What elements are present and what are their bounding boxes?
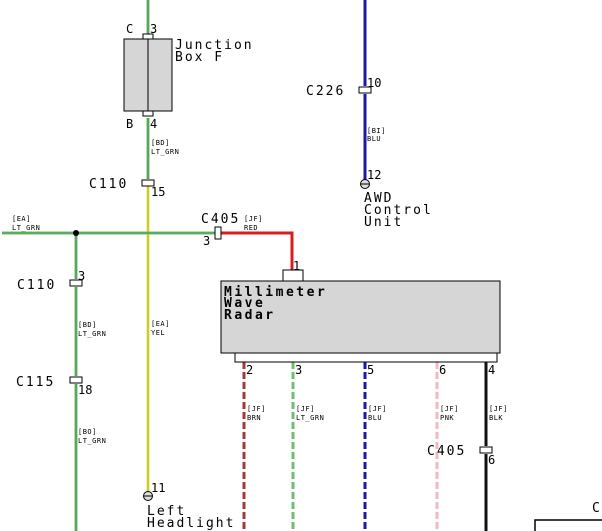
c115-pin: 18 [78, 383, 92, 397]
c405-b-pin: 6 [488, 453, 495, 467]
radar-pin-top: 1 [293, 259, 300, 273]
ea-ltgrn-color: LT_GRN [12, 224, 40, 232]
radar-title-2: Wave [224, 296, 265, 311]
c110-a-pin: 15 [151, 185, 165, 199]
jf-blu-code: [JF] [368, 405, 387, 413]
c405-b-label: C405 [427, 444, 466, 459]
awd-title-2: Control [364, 203, 433, 218]
jf-red-code: [JF] [244, 215, 263, 223]
jf-brn-code: [JF] [247, 405, 266, 413]
connector-c226-mark [358, 86, 372, 94]
connector-c110-a-mark [141, 179, 155, 187]
c115-label: C115 [16, 375, 55, 390]
junction-pin-top-letter: C [126, 22, 133, 36]
bd-ltgrn-left-code: [BD] [78, 321, 97, 329]
headlight-pin: 11 [151, 481, 165, 495]
bi-blu-code: [BI] [367, 127, 386, 135]
bo-ltgrn-color: LT_GRN [78, 437, 106, 445]
radar-pin-2: 2 [246, 363, 253, 377]
splice-dot [73, 230, 79, 236]
radar-pin-6: 6 [439, 363, 446, 377]
corner-box-outline [534, 519, 602, 531]
radar-module [220, 269, 501, 363]
jf-ltgrn-color: LT_GRN [296, 414, 324, 422]
radar-title-3: Radar [224, 308, 276, 323]
ea-ltgrn-code: [EA] [12, 215, 31, 223]
radar-title-1: Millimeter [224, 285, 327, 300]
jf-pnk-color: PNK [440, 414, 454, 422]
radar-pin-5: 5 [367, 363, 374, 377]
junction-box-title-1: Junction [175, 38, 254, 53]
ea-yel-color: YEL [151, 329, 165, 337]
junction-box [123, 33, 173, 117]
c405-a-label: C405 [201, 212, 240, 227]
junction-pin-bot-number: 4 [150, 117, 157, 131]
wire-jf-red [221, 231, 294, 270]
junction-pin-top-number: 3 [150, 22, 157, 36]
c110-a-label: C110 [89, 177, 128, 192]
corner-connector-label: C [592, 501, 602, 516]
bd-ltgrn-top-color: LT_GRN [151, 148, 179, 156]
connector-c115-mark [69, 376, 83, 384]
bd-ltgrn-top-code: [BD] [151, 139, 170, 147]
connector-c110-b-mark [69, 279, 83, 287]
jf-pnk-code: [JF] [440, 405, 459, 413]
jf-blk-color: BLK [489, 414, 503, 422]
awd-title-1: AWD [364, 191, 393, 206]
connector-c405-b-mark [479, 446, 493, 454]
jf-red-color: RED [244, 224, 258, 232]
jf-brn-color: BRN [247, 414, 261, 422]
awd-title-3: Unit [364, 215, 403, 230]
ea-yel-code: [EA] [151, 320, 170, 328]
jf-ltgrn-code: [JF] [296, 405, 315, 413]
jf-blk-code: [JF] [489, 405, 508, 413]
bi-blu-color: BLU [367, 135, 381, 143]
c226-pin: 10 [367, 76, 381, 90]
c110-b-label: C110 [17, 278, 56, 293]
radar-pin-4: 4 [488, 363, 495, 377]
headlight-title-2: Headlight [147, 516, 235, 531]
bo-ltgrn-code: [BO] [78, 428, 97, 436]
junction-pin-bot-letter: B [126, 117, 133, 131]
radar-pin-3: 3 [295, 363, 302, 377]
c226-label: C226 [306, 84, 345, 99]
c405-a-pin: 3 [203, 234, 210, 248]
awd-pin: 12 [367, 168, 381, 182]
bd-ltgrn-left-color: LT_GRN [78, 330, 106, 338]
connector-c405-a-mark [214, 226, 222, 240]
c110-b-pin: 3 [78, 269, 85, 283]
junction-box-title-2: Box F [175, 50, 224, 65]
jf-blu-color: BLU [368, 414, 382, 422]
headlight-title-1: Left [147, 504, 186, 519]
